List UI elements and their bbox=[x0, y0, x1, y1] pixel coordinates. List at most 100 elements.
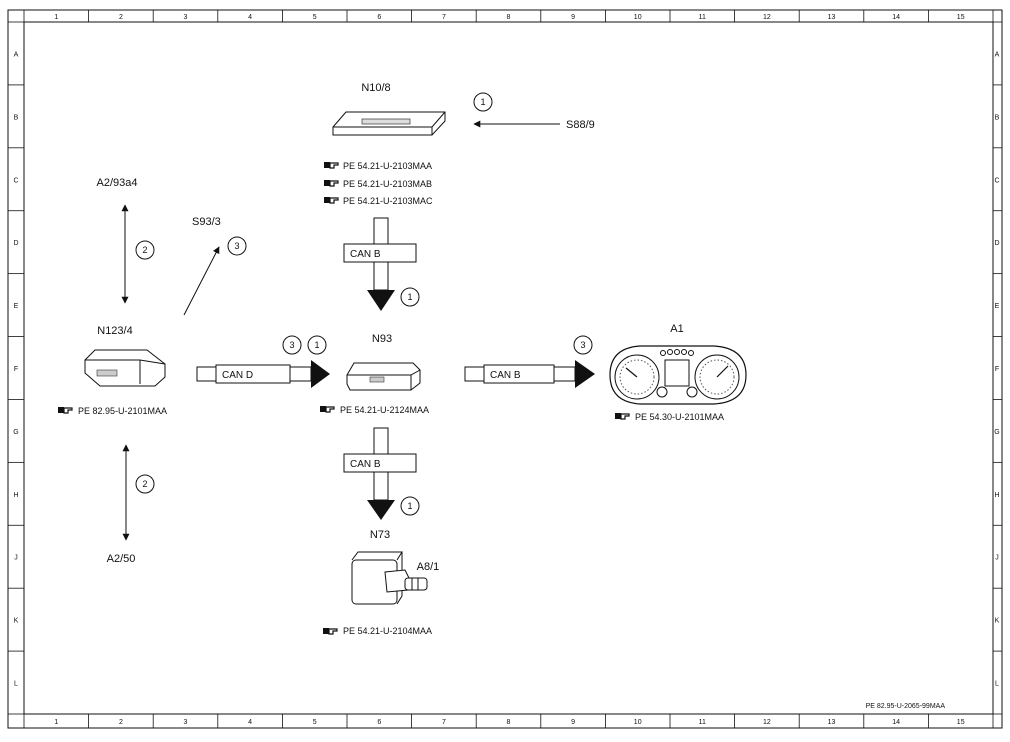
document-reference: PE 82.95-U-2065-99MAA bbox=[866, 703, 946, 710]
marker-a2-93a4: 2 bbox=[142, 245, 147, 255]
can-b-bottom-label: CAN B bbox=[350, 459, 381, 470]
ruler-column-label: 7 bbox=[442, 719, 446, 726]
ruler-column-label: 1 bbox=[54, 14, 58, 21]
marker-s88-9: 1 bbox=[480, 97, 485, 107]
ruler-column-label: 6 bbox=[377, 719, 381, 726]
reference-pointer-icon bbox=[323, 161, 339, 169]
reference-pointer-icon bbox=[322, 627, 338, 635]
a1-instrument-cluster bbox=[609, 345, 747, 405]
ruler-column-label: 12 bbox=[763, 719, 771, 726]
can-b-right-label: CAN B bbox=[490, 370, 521, 381]
s93-3-arrow bbox=[183, 246, 220, 316]
ruler-row-label: E bbox=[995, 303, 1000, 310]
ruler-column-label: 3 bbox=[184, 14, 188, 21]
can-b-top-label: CAN B bbox=[350, 249, 381, 260]
ruler-row-label: G bbox=[13, 429, 18, 436]
can-b-right-box bbox=[483, 364, 555, 384]
marker-can-b-bottom: 1 bbox=[407, 501, 412, 511]
ruler-row-label: J bbox=[995, 555, 999, 562]
ruler-row-label: B bbox=[995, 114, 1000, 121]
ruler-row-label: L bbox=[14, 681, 18, 688]
ruler-column-label: 1 bbox=[54, 719, 58, 726]
a2-50-label: A2/50 bbox=[107, 553, 136, 565]
n123-4-device bbox=[84, 349, 166, 387]
n93-ref: PE 54.21-U-2124MAA bbox=[340, 405, 429, 415]
a2-93a4-label: A2/93a4 bbox=[97, 177, 138, 189]
marker-can-d-a: 3 bbox=[289, 340, 294, 350]
n73-ignition-switch bbox=[351, 551, 428, 605]
marker-can-d-b: 1 bbox=[314, 340, 319, 350]
outer-frame bbox=[7, 9, 1003, 729]
a8-1-label: A8/1 bbox=[417, 561, 440, 573]
s88-9-label: S88/9 bbox=[566, 119, 595, 131]
can-b-bottom-box bbox=[343, 453, 417, 473]
can-d-label: CAN D bbox=[222, 370, 253, 381]
ruler-column-label: 4 bbox=[248, 14, 252, 21]
n123-4-ref: PE 82.95-U-2101MAA bbox=[78, 406, 167, 416]
ruler-column-label: 5 bbox=[313, 14, 317, 21]
ruler-ticks bbox=[8, 10, 1002, 728]
ruler-column-label: 15 bbox=[957, 14, 965, 21]
n73-ref: PE 54.21-U-2104MAA bbox=[343, 626, 432, 636]
ruler-column-label: 2 bbox=[119, 719, 123, 726]
ruler-column-label: 11 bbox=[699, 14, 706, 21]
marker-circle bbox=[307, 335, 327, 355]
n73-label: N73 bbox=[370, 529, 390, 541]
ruler-row-label: E bbox=[14, 303, 19, 310]
ruler-column-label: 11 bbox=[699, 719, 706, 726]
reference-pointer-icon bbox=[323, 179, 339, 187]
ruler-column-label: 12 bbox=[763, 14, 771, 21]
marker-circle bbox=[135, 474, 155, 494]
ruler-column-label: 6 bbox=[377, 14, 381, 21]
s93-3-label: S93/3 bbox=[192, 216, 221, 228]
ruler-column-label: 10 bbox=[634, 719, 642, 726]
marker-circle bbox=[227, 236, 247, 256]
ruler-row-label: K bbox=[995, 618, 1000, 625]
ruler-row-label: C bbox=[13, 177, 18, 184]
marker-can-b-right: 3 bbox=[580, 340, 585, 350]
ruler-column-label: 14 bbox=[892, 719, 900, 726]
ruler-row-label: A bbox=[14, 51, 19, 58]
ruler-column-label: 14 bbox=[892, 14, 900, 21]
ruler-row-label: D bbox=[994, 240, 999, 247]
ruler-column-label: 8 bbox=[507, 14, 511, 21]
a1-ref: PE 54.30-U-2101MAA bbox=[635, 412, 724, 422]
ruler-row-label: J bbox=[14, 555, 18, 562]
ruler-column-label: 13 bbox=[828, 719, 836, 726]
ruler-row-label: F bbox=[14, 366, 18, 373]
n10-8-ref-3: PE 54.21-U-2103MAC bbox=[343, 196, 433, 206]
ruler-row-label: K bbox=[14, 618, 19, 625]
n93-device bbox=[346, 362, 421, 391]
n10-8-ref-2: PE 54.21-U-2103MAB bbox=[343, 179, 432, 189]
ruler-row-label: F bbox=[995, 366, 999, 373]
ruler-row-label: B bbox=[14, 114, 19, 121]
reference-pointer-icon bbox=[614, 412, 630, 420]
can-b-top-box bbox=[343, 243, 417, 263]
reference-pointer-icon bbox=[323, 196, 339, 204]
ruler-column-label: 8 bbox=[507, 719, 511, 726]
ruler-row-label: C bbox=[994, 177, 999, 184]
reference-pointer-icon bbox=[57, 406, 73, 414]
can-b-top-arrowhead bbox=[367, 290, 395, 311]
ruler-column-label: 15 bbox=[957, 719, 965, 726]
can-d-arrowhead bbox=[311, 360, 330, 388]
marker-circle bbox=[400, 496, 420, 516]
ruler-column-label: 5 bbox=[313, 719, 317, 726]
ruler-column-label: 13 bbox=[828, 14, 836, 21]
n10-8-ref-1: PE 54.21-U-2103MAA bbox=[343, 161, 432, 171]
ruler-column-label: 2 bbox=[119, 14, 123, 21]
marker-a2-50: 2 bbox=[142, 479, 147, 489]
n10-8-device bbox=[332, 111, 446, 136]
ruler-column-label: 4 bbox=[248, 719, 252, 726]
marker-can-b-top: 1 bbox=[407, 292, 412, 302]
a1-label: A1 bbox=[670, 323, 683, 335]
can-b-right-arrowhead bbox=[575, 360, 595, 388]
n10-8-label: N10/8 bbox=[361, 82, 390, 94]
ruler-row-label: H bbox=[994, 492, 999, 499]
marker-circle bbox=[573, 335, 593, 355]
ruler-row-label: D bbox=[13, 240, 18, 247]
can-d-box bbox=[215, 364, 291, 384]
marker-s93-3: 3 bbox=[234, 241, 239, 251]
